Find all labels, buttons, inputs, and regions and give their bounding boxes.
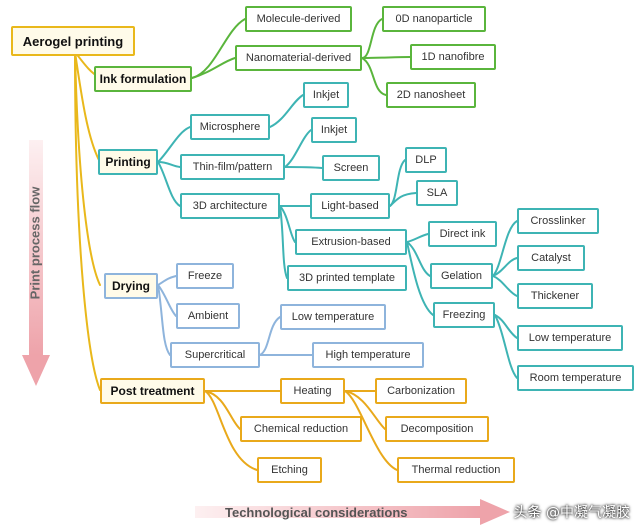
technological-considerations-label: Technological considerations xyxy=(225,505,408,520)
node-thin-film-pattern: Thin-film/pattern xyxy=(180,154,285,180)
node-chemical-reduction: Chemical reduction xyxy=(240,416,362,442)
node-screen: Screen xyxy=(322,155,380,181)
node-drying-low-temperature: Low temperature xyxy=(280,304,386,330)
technological-considerations-arrow xyxy=(195,499,510,525)
node-microsphere-inkjet: Inkjet xyxy=(303,82,349,108)
category-post-treatment: Post treatment xyxy=(100,378,205,404)
node-nanomaterial-derived: Nanomaterial-derived xyxy=(235,45,362,71)
node-freezing: Freezing xyxy=(433,302,495,328)
node-thin-film-inkjet: Inkjet xyxy=(311,117,357,143)
node-dlp: DLP xyxy=(405,147,447,173)
node-3d-printed-template: 3D printed template xyxy=(287,265,407,291)
node-direct-ink: Direct ink xyxy=(428,221,497,247)
node-supercritical: Supercritical xyxy=(170,342,260,368)
category-printing: Printing xyxy=(98,149,158,175)
node-decomposition: Decomposition xyxy=(385,416,489,442)
node-gelation: Gelation xyxy=(430,263,493,289)
node-molecule-derived: Molecule-derived xyxy=(245,6,352,32)
category-drying: Drying xyxy=(104,273,158,299)
node-high-temperature: High temperature xyxy=(312,342,424,368)
node-catalyst: Catalyst xyxy=(517,245,585,271)
print-process-flow-arrow xyxy=(22,140,50,386)
node-carbonization: Carbonization xyxy=(375,378,467,404)
watermark: 头条 @中凝气凝胶 xyxy=(513,505,630,521)
node-microsphere: Microsphere xyxy=(190,114,270,140)
node-light-based: Light-based xyxy=(310,193,390,219)
node-thickener: Thickener xyxy=(517,283,593,309)
node-room-temperature: Room temperature xyxy=(517,365,634,391)
node-2d-nanosheet: 2D nanosheet xyxy=(386,82,476,108)
node-crosslinker: Crosslinker xyxy=(517,208,599,234)
node-thermal-reduction: Thermal reduction xyxy=(397,457,515,483)
node-0d-nanoparticle: 0D nanoparticle xyxy=(382,6,486,32)
root-aerogel-printing: Aerogel printing xyxy=(11,26,135,56)
node-ambient: Ambient xyxy=(176,303,240,329)
node-freeze: Freeze xyxy=(176,263,234,289)
node-3d-architecture: 3D architecture xyxy=(180,193,280,219)
node-sla: SLA xyxy=(416,180,458,206)
node-etching: Etching xyxy=(257,457,322,483)
node-1d-nanofibre: 1D nanofibre xyxy=(410,44,496,70)
category-ink-formulation: Ink formulation xyxy=(94,66,192,92)
print-process-flow-label: Print process flow xyxy=(27,186,43,300)
node-freezing-low-temperature: Low temperature xyxy=(517,325,623,351)
node-heating: Heating xyxy=(280,378,345,404)
node-extrusion-based: Extrusion-based xyxy=(295,229,407,255)
